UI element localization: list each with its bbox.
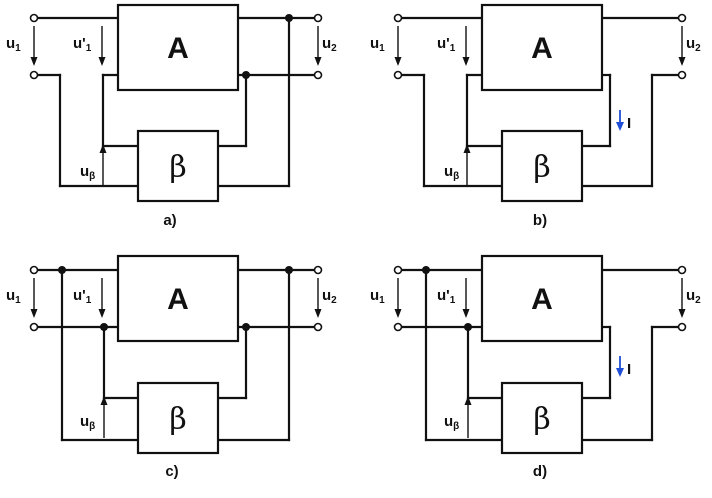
feedback-label: β [533, 150, 550, 185]
caption-a: a) [163, 212, 176, 229]
panel-d: I u1 u'1 u2 uβ A β d) [370, 254, 701, 480]
u2-arrow [313, 25, 323, 67]
u1-label: u1 [6, 287, 21, 306]
u1-arrow [29, 25, 39, 67]
u2-label: u2 [322, 287, 337, 306]
u1prime-label: u'1 [73, 287, 92, 306]
junction-dot [58, 266, 66, 274]
amplifier-box [116, 3, 240, 92]
u2-arrow [677, 277, 687, 319]
feedback-box [500, 129, 584, 203]
junction-dot [242, 323, 250, 331]
feedback-label: β [533, 402, 550, 437]
u1-arrow [29, 277, 39, 319]
u2-label: u2 [322, 35, 337, 54]
junction-dot [285, 266, 293, 274]
u1prime-arrow [97, 25, 107, 67]
u1-label: u1 [6, 35, 21, 54]
u1-arrow [393, 25, 403, 67]
amplifier-box [480, 3, 604, 92]
amplifier-label: A [531, 283, 553, 316]
input-terminal [29, 70, 39, 80]
feedback-label: β [169, 150, 186, 185]
input-terminal [393, 322, 403, 332]
junction-dot [422, 266, 430, 274]
u1-label: u1 [370, 35, 385, 54]
u2-arrow [313, 277, 323, 319]
output-terminal [677, 322, 687, 332]
u2-label: u2 [686, 35, 701, 54]
input-terminal [393, 70, 403, 80]
output-terminal [313, 322, 323, 332]
amplifier-label: A [531, 32, 553, 65]
caption-d: d) [533, 463, 547, 480]
ubeta-label: uβ [80, 163, 95, 182]
panel-a: u1 u'1 u2 uβ A β a) [6, 3, 337, 229]
junction-dot [285, 14, 293, 22]
output-terminal [677, 70, 687, 80]
ubeta-arrow [463, 395, 473, 439]
junction-dot [242, 71, 250, 79]
current-label: I [627, 361, 631, 378]
output-terminal [313, 265, 323, 275]
current-arrow [616, 110, 624, 131]
input-terminal [29, 13, 39, 23]
junction-dot [100, 323, 108, 331]
u1prime-label: u'1 [437, 287, 456, 306]
caption-b: b) [533, 212, 547, 229]
current-arrow [616, 356, 624, 377]
ubeta-arrow [98, 143, 108, 187]
input-terminal [393, 13, 403, 23]
output-terminal [677, 265, 687, 275]
junction-dot [464, 323, 472, 331]
amplifier-box [480, 254, 604, 343]
input-terminal [29, 322, 39, 332]
amplifier-box [116, 254, 240, 343]
current-label: I [627, 115, 631, 132]
panel-c: u1 u'1 u2 uβ A β c) [6, 254, 337, 480]
ubeta-label: uβ [80, 413, 95, 432]
panel-b: I u1 u'1 u2 uβ A β b) [370, 3, 701, 229]
u1-arrow [393, 277, 403, 319]
u1prime-arrow [97, 277, 107, 319]
ubeta-arrow [99, 395, 109, 439]
u1-label: u1 [370, 287, 385, 306]
input-terminal [393, 265, 403, 275]
u1prime-arrow [461, 277, 471, 319]
caption-c: c) [165, 463, 178, 480]
output-terminal [313, 70, 323, 80]
ubeta-arrow [462, 143, 472, 187]
feedback-label: β [169, 402, 186, 437]
u1prime-label: u'1 [73, 35, 92, 54]
output-terminal [677, 13, 687, 23]
output-terminal [313, 13, 323, 23]
input-terminal [29, 265, 39, 275]
ubeta-label: uβ [444, 163, 459, 182]
feedback-box [136, 381, 220, 455]
u1prime-label: u'1 [437, 35, 456, 54]
u2-arrow [677, 25, 687, 67]
u2-label: u2 [686, 287, 701, 306]
feedback-box [500, 381, 584, 455]
amplifier-label: A [167, 32, 189, 65]
u1prime-arrow [461, 25, 471, 67]
feedback-box [136, 129, 220, 203]
ubeta-label: uβ [444, 413, 459, 432]
amplifier-label: A [167, 283, 189, 316]
